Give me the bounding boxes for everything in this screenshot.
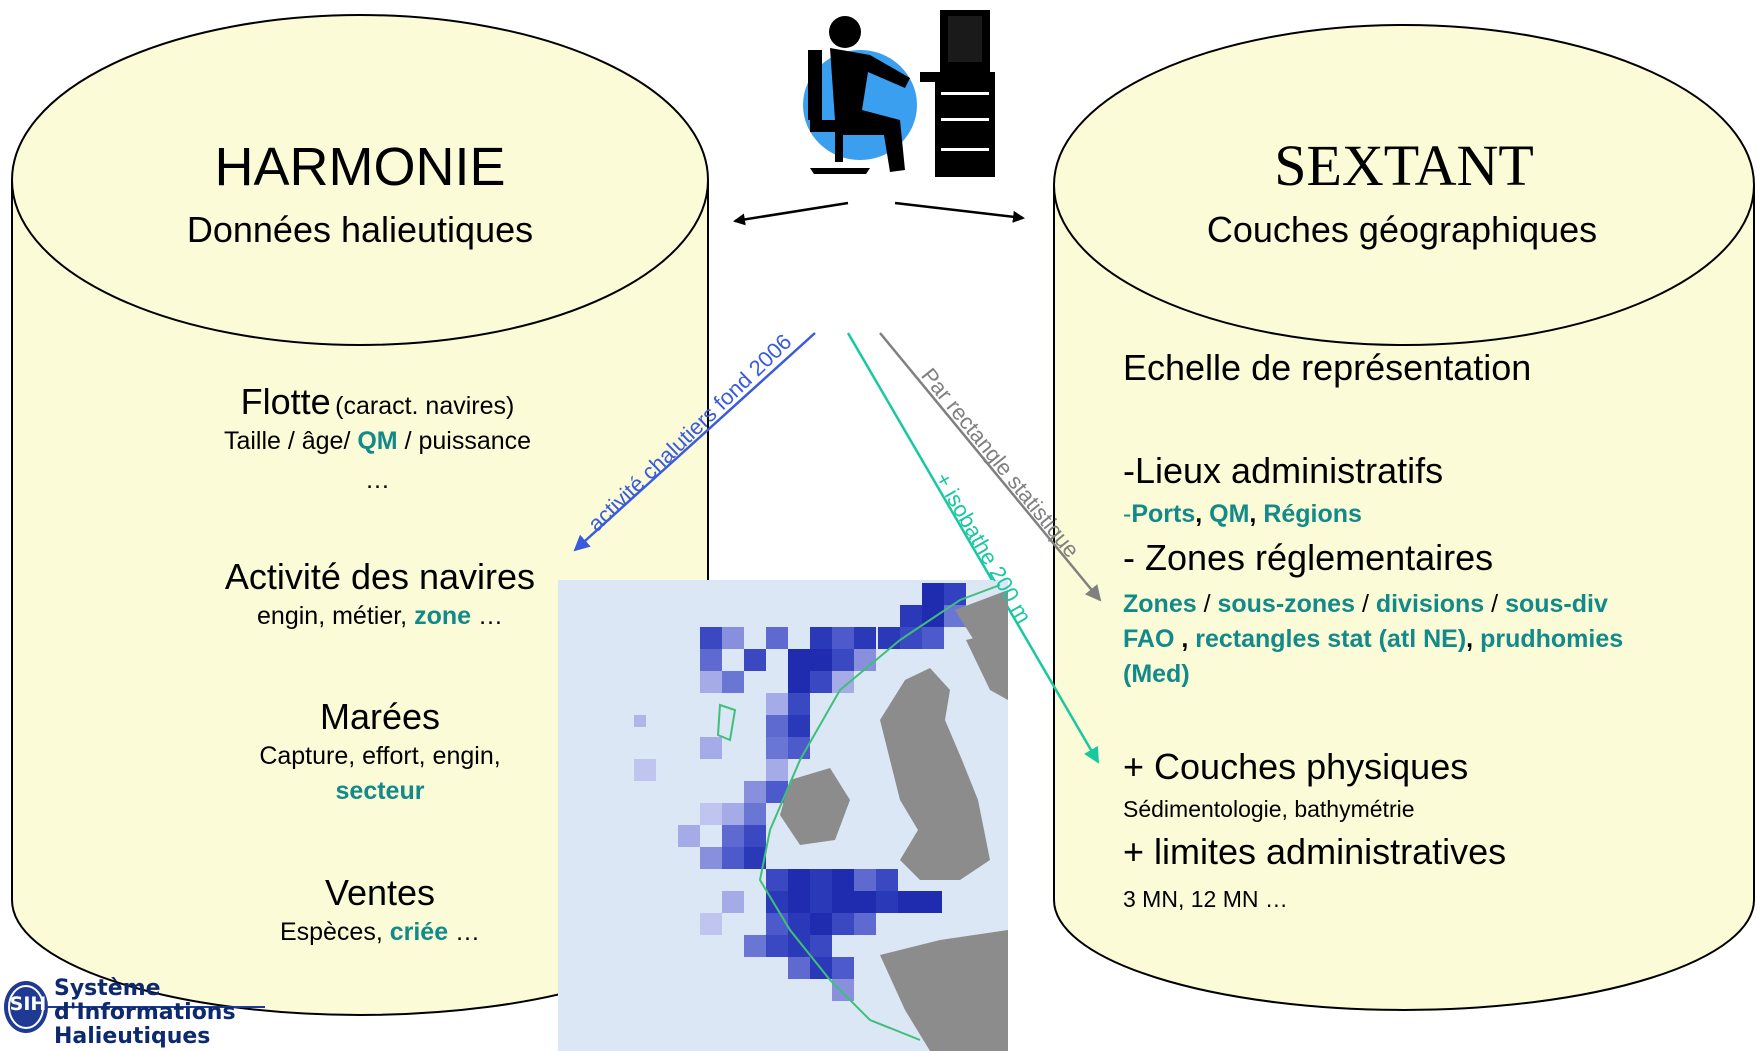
zones-z7: prudhomies [1480, 625, 1624, 653]
lieux-line: -Ports, QM, Régions [1123, 500, 1362, 529]
green-arrow [846, 332, 1100, 764]
sextant-subtitle: Couches géographiques [1206, 209, 1598, 250]
lieux-dash: - [1123, 500, 1132, 528]
lieux-comma1: , [1195, 500, 1210, 528]
zones-s1: / [1196, 590, 1218, 618]
lieux-comma2: , [1249, 500, 1264, 528]
lieux-regions: Régions [1263, 500, 1362, 528]
sih-logo-line1: Système [54, 976, 161, 1001]
sih-logo-line3: Halieutiques [54, 1024, 211, 1049]
zones-z4: sous-div [1505, 590, 1608, 618]
flotte-qm: QM [357, 427, 398, 455]
flotte-line1-a: Taille / âge/ [223, 427, 358, 455]
sextant-cylinder [1053, 24, 1755, 1011]
sih-logo-abbr: SIH [9, 993, 47, 1015]
zones-heading: - Zones réglementaires [1123, 537, 1494, 578]
zones-list: Zones / sous-zones / divisions / sous-di… [1123, 587, 1723, 692]
arrow-to-harmonie [733, 201, 849, 226]
zones-s3: / [1484, 590, 1506, 618]
sih-logo-line2: d'Informations [54, 1000, 236, 1025]
zones-z8: (Med) [1123, 660, 1190, 688]
sih-logo-text: Système d'Informations Halieutiques [54, 977, 236, 1049]
europe-fishing-map-icon [558, 580, 1008, 1051]
ventes-heading: Ventes [324, 872, 436, 913]
activite-zone: zone [414, 602, 472, 630]
zones-z1: Zones [1123, 590, 1197, 618]
marees-heading: Marées [319, 696, 441, 737]
zones-z2: sous-zones [1217, 590, 1355, 618]
echelle-heading: Echelle de représentation [1123, 347, 1532, 388]
flotte-block: Flotte (caract. navires) Taille / âge/ Q… [160, 381, 595, 495]
lieux-heading: -Lieux administratifs [1123, 450, 1444, 491]
harmonie-subtitle: Données halieutiques [186, 209, 534, 250]
harmonie-title: HARMONIE [214, 137, 506, 197]
arrow-to-sextant [894, 201, 1025, 223]
marees-secteur: secteur [335, 777, 425, 805]
activite-line1-a: engin, métier, [257, 602, 415, 630]
zones-z6: rectangles stat (atl NE) [1195, 625, 1467, 653]
harmonie-cylinder [11, 14, 709, 1016]
user-at-computer-icon [803, 10, 995, 177]
marees-line1: Capture, effort, engin, [259, 742, 501, 770]
sextant-title: SEXTANT [1274, 133, 1534, 198]
zones-z5: FAO [1123, 625, 1175, 653]
activite-block: Activité des navires engin, métier, zone… [170, 556, 590, 631]
lieux-qm: QM [1209, 500, 1250, 528]
physiques-heading: + Couches physiques [1123, 746, 1469, 787]
ventes-line1-a: Espèces, [279, 918, 390, 946]
activite-line1-c: … [471, 602, 503, 630]
flotte-line1-c: / puissance [397, 427, 532, 455]
flotte-paren: (caract. navires) [335, 392, 515, 420]
sih-logo-icon [4, 981, 265, 1033]
zones-s2: / [1355, 590, 1376, 618]
ventes-block: Ventes Espèces, criée … [200, 872, 560, 947]
physiques-line: Sédimentologie, bathymétrie [1123, 796, 1415, 822]
limites-line: 3 MN, 12 MN … [1123, 886, 1288, 912]
lieux-ports: Ports [1131, 500, 1196, 528]
marees-block: Marées Capture, effort, engin, secteur [200, 696, 560, 806]
gray-arrow [879, 332, 1102, 602]
ventes-criee: criée [389, 918, 449, 946]
limites-heading: + limites administratives [1123, 831, 1507, 872]
blue-arrow [573, 332, 816, 552]
ventes-line1-c: … [448, 918, 481, 946]
activite-heading: Activité des navires [224, 556, 536, 597]
flotte-line2: … [365, 466, 390, 494]
zones-s5: , [1466, 625, 1481, 653]
zones-z3: divisions [1375, 590, 1485, 618]
flotte-heading: Flotte [240, 381, 331, 422]
zones-s4: , [1174, 625, 1196, 653]
